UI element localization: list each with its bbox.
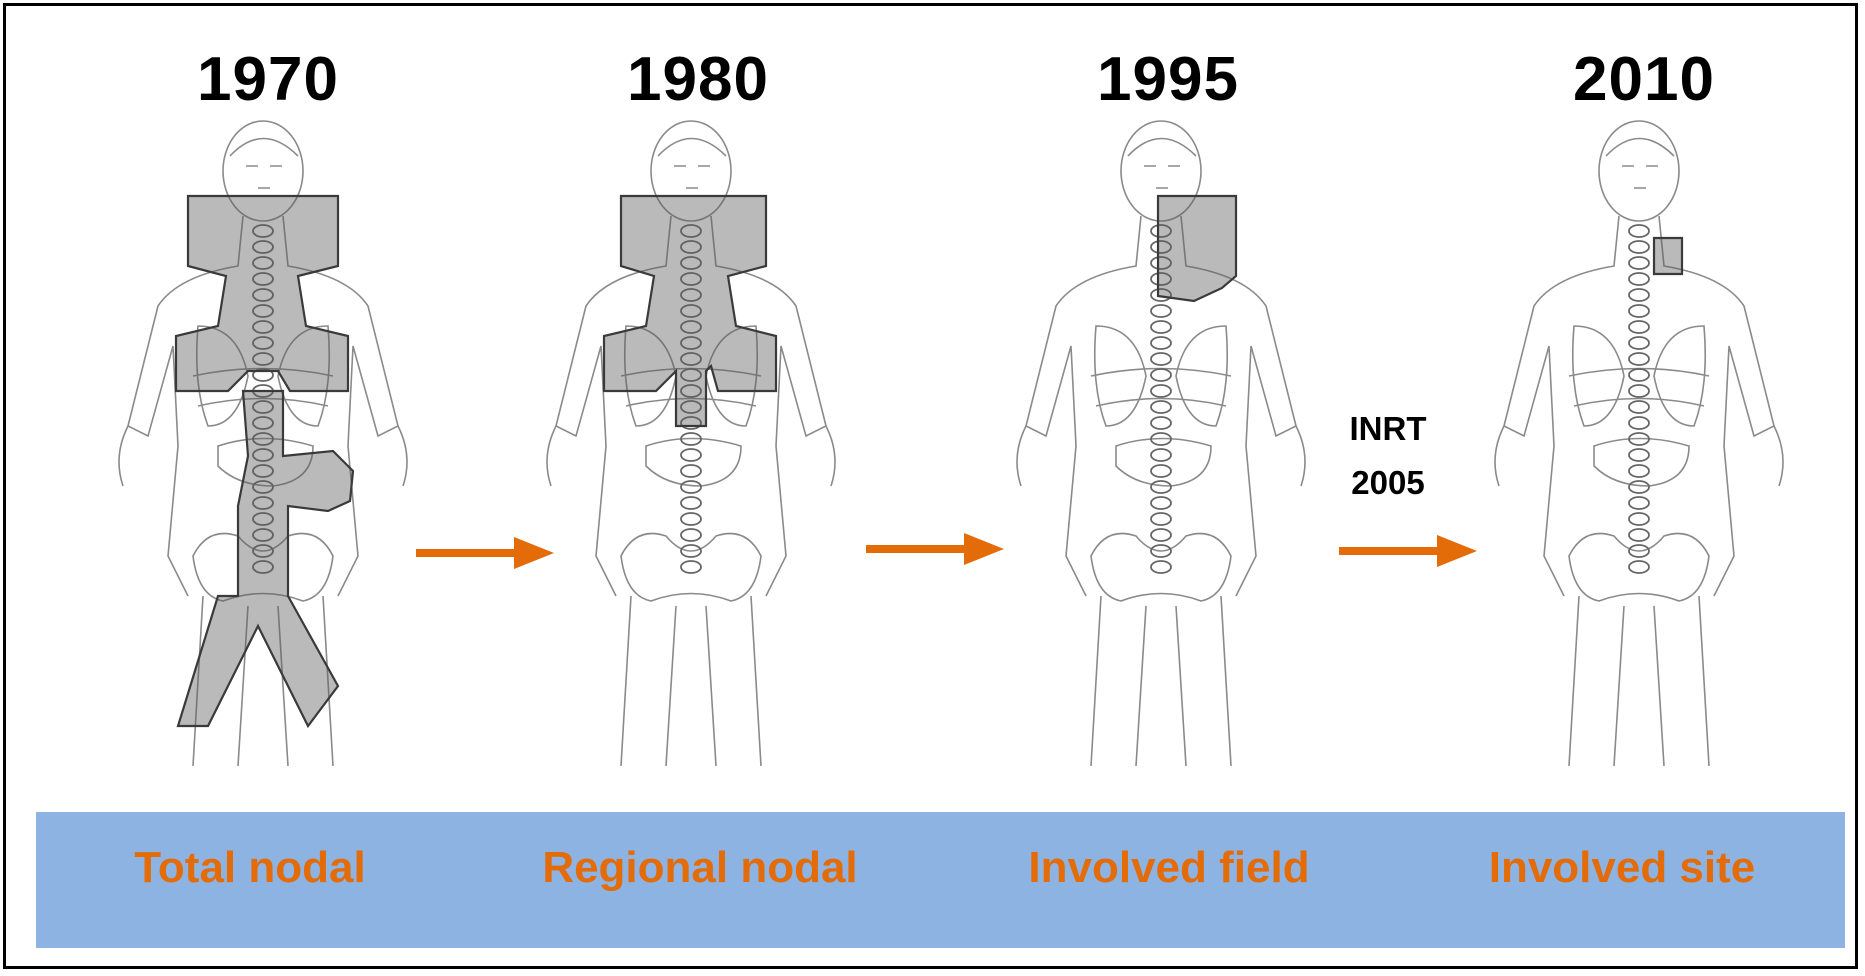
body-figure-total-nodal	[98, 126, 438, 766]
body-figure-regional-nodal	[526, 126, 866, 766]
inrt-year: 2005	[1318, 456, 1458, 510]
body-figure-involved-field	[996, 126, 1336, 766]
modality-label-1: Total nodal	[40, 838, 460, 898]
diagram-frame: 1970 1980 1995 2010	[3, 3, 1858, 969]
radiation-field	[1158, 196, 1236, 301]
year-heading-2: 1980	[548, 44, 848, 115]
body-outline-icon	[98, 126, 438, 766]
body-outline-icon	[1474, 126, 1814, 766]
modality-label-2: Regional nodal	[490, 838, 910, 898]
right-arrow-icon	[416, 533, 556, 573]
body-outline-icon	[996, 126, 1336, 766]
inrt-note: INRT 2005	[1318, 402, 1458, 510]
year-heading-4: 2010	[1494, 44, 1794, 115]
inrt-label: INRT	[1318, 402, 1458, 456]
radiation-field	[178, 391, 353, 726]
radiation-field	[1654, 238, 1682, 274]
right-arrow-icon	[1339, 531, 1479, 571]
body-figure-involved-site	[1474, 126, 1814, 766]
year-heading-1: 1970	[118, 44, 418, 115]
modality-label-3: Involved field	[959, 838, 1379, 898]
radiation-field	[604, 196, 776, 426]
right-arrow-icon	[866, 529, 1006, 569]
year-heading-3: 1995	[1018, 44, 1318, 115]
modality-label-4: Involved site	[1412, 838, 1832, 898]
body-outline-icon	[526, 126, 866, 766]
radiation-field	[176, 196, 348, 391]
